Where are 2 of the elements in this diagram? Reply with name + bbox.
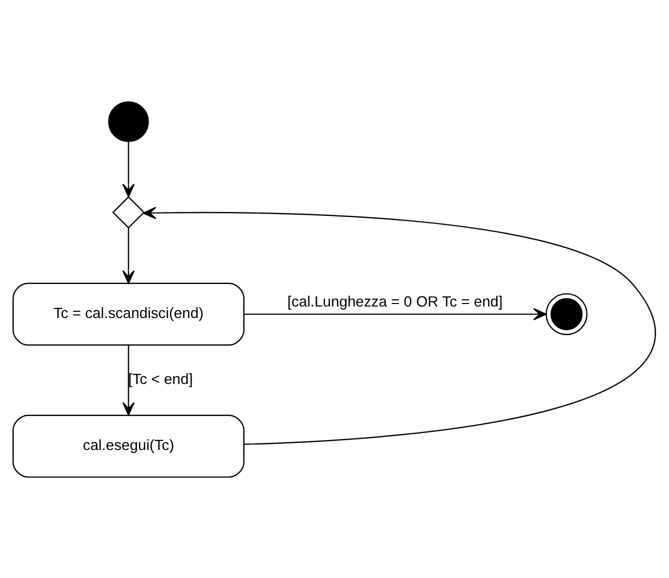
edge-label: [cal.Lunghezza = 0 OR Tc = end] — [287, 294, 503, 310]
edge-label: [Tc < end] — [128, 372, 193, 388]
